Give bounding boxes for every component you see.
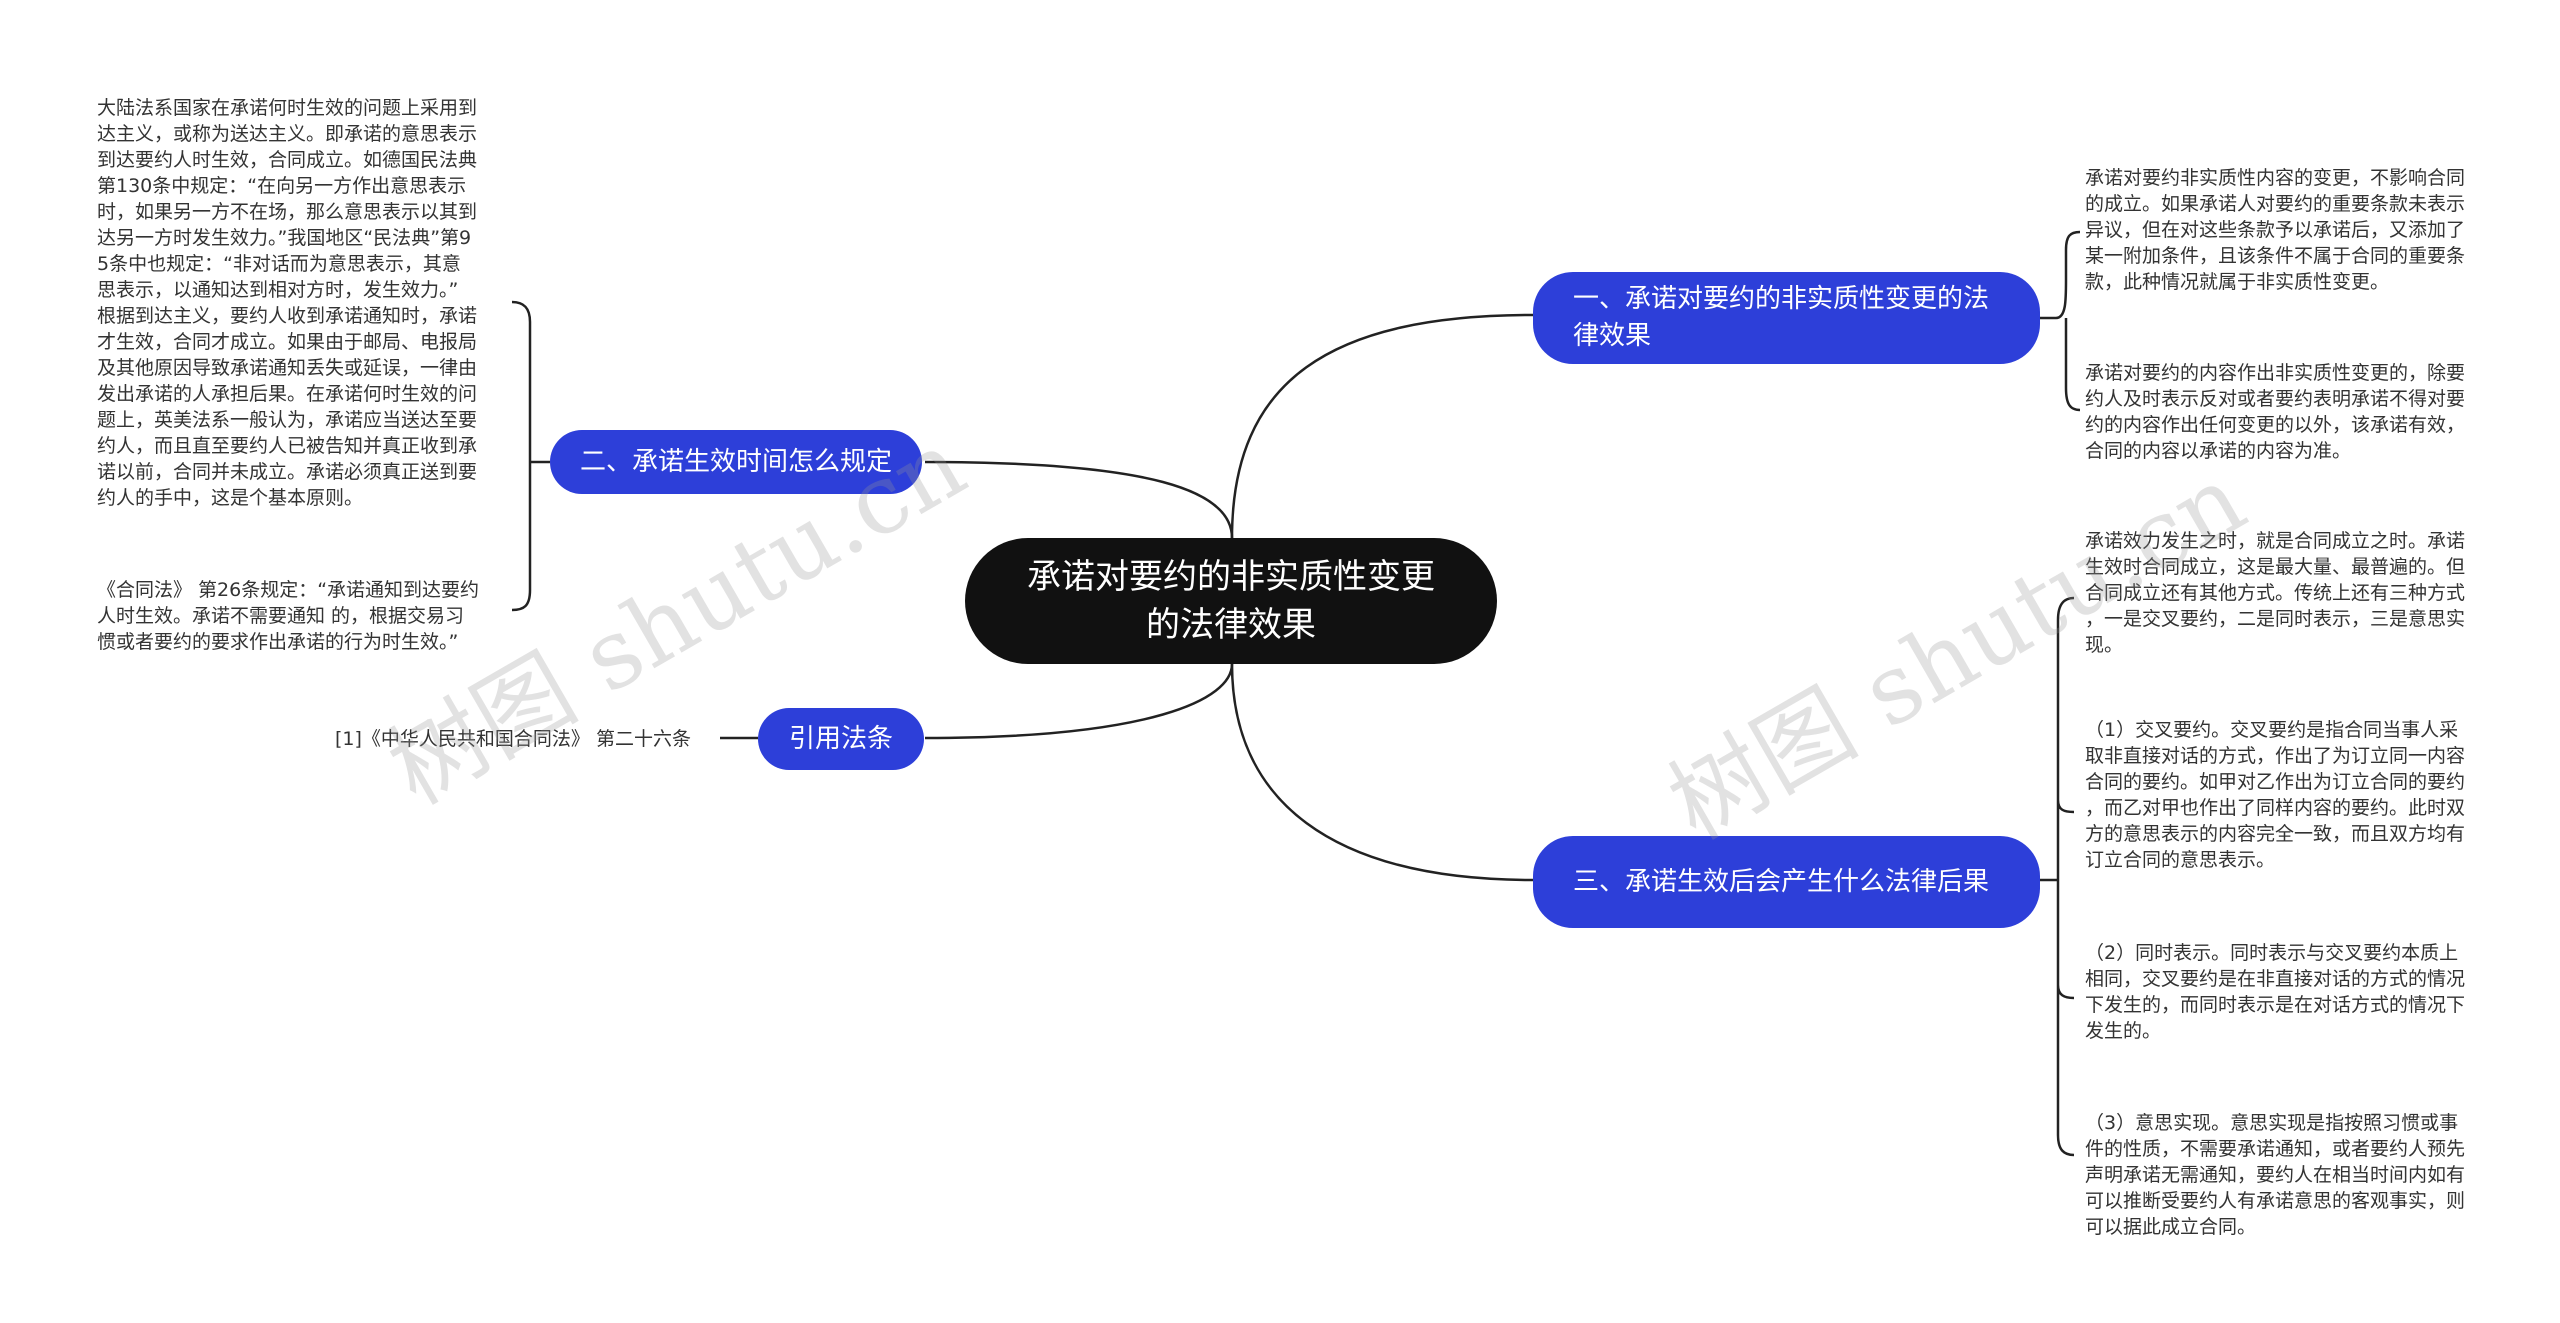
link-root-topic3 <box>1230 663 1534 882</box>
topic-legal-consequences[interactable]: 三、承诺生效后会产生什么法律后果 <box>1533 836 2040 928</box>
topic-cited-articles-text: 引用法条 <box>788 723 893 754</box>
topic-nonsubstantive-change[interactable]: 一、承诺对要约的非实质性变更的法律效果 <box>1533 272 2040 364</box>
bracket-topic1 <box>2040 230 2081 412</box>
leaf-cross-offer: （1）交叉要约。交叉要约是指合同当事人采 取非直接对话的方式，作出了为订立同一内… <box>2085 719 2466 871</box>
leaf-cited-article: [1]《中华人民共和国合同法》 第二十六条 <box>335 728 691 750</box>
leaf-nonsubstantive-effect: 承诺对要约非实质性内容的变更，不影响合同 的成立。如果承诺人对要约的重要条款未表… <box>2085 167 2466 293</box>
bracket-topic3 <box>2040 596 2075 1157</box>
leaf-arrival-doctrine: 大陆法系国家在承诺何时生效的问题上采用到 达主义，或称为送达主义。即承诺的意思表… <box>97 97 478 509</box>
link-root-topic1 <box>1230 313 1534 539</box>
leaf-simultaneous-declaration: （2）同时表示。同时表示与交叉要约本质上 相同，交叉要约是在非直接对话的方式的情… <box>2085 942 2466 1042</box>
bracket-topic2 <box>511 300 550 612</box>
leaf-nonsubstantive-validity: 承诺对要约的内容作出非实质性变更的，除要 约人及时表示反对或者要约表明承诺不得对… <box>2085 362 2466 462</box>
topic-acceptance-effective-time[interactable]: 二、承诺生效时间怎么规定 <box>550 430 922 494</box>
leaf-formation-methods: 承诺效力发生之时，就是合同成立之时。承诺 生效时合同成立，这是最大量、最普遍的。… <box>2085 530 2466 656</box>
topic-acceptance-effective-time-text: 二、承诺生效时间怎么规定 <box>580 446 893 477</box>
topic-legal-consequences-text: 三、承诺生效后会产生什么法律后果 <box>1573 866 1990 897</box>
topic-cited-articles[interactable]: 引用法条 <box>758 708 924 770</box>
root-topic-text: 承诺对要约的非实质性变更的法律效果 <box>1027 557 1435 645</box>
link-root-topic4 <box>924 663 1234 740</box>
leaf-contract-law-article-26: 《合同法》 第26条规定：“承诺通知到达要约 人时生效。承诺不需要通知 的，根据… <box>97 579 480 653</box>
leaf-intent-realization: （3）意思实现。意思实现是指按照习惯或事 件的性质，不需要承诺通知，或者要约人预… <box>2085 1112 2466 1238</box>
root-topic[interactable]: 承诺对要约的非实质性变更的法律效果 <box>965 538 1497 664</box>
topic-nonsubstantive-change-text: 一、承诺对要约的非实质性变更的法律效果 <box>1573 284 1990 351</box>
link-root-topic2 <box>924 460 1234 539</box>
